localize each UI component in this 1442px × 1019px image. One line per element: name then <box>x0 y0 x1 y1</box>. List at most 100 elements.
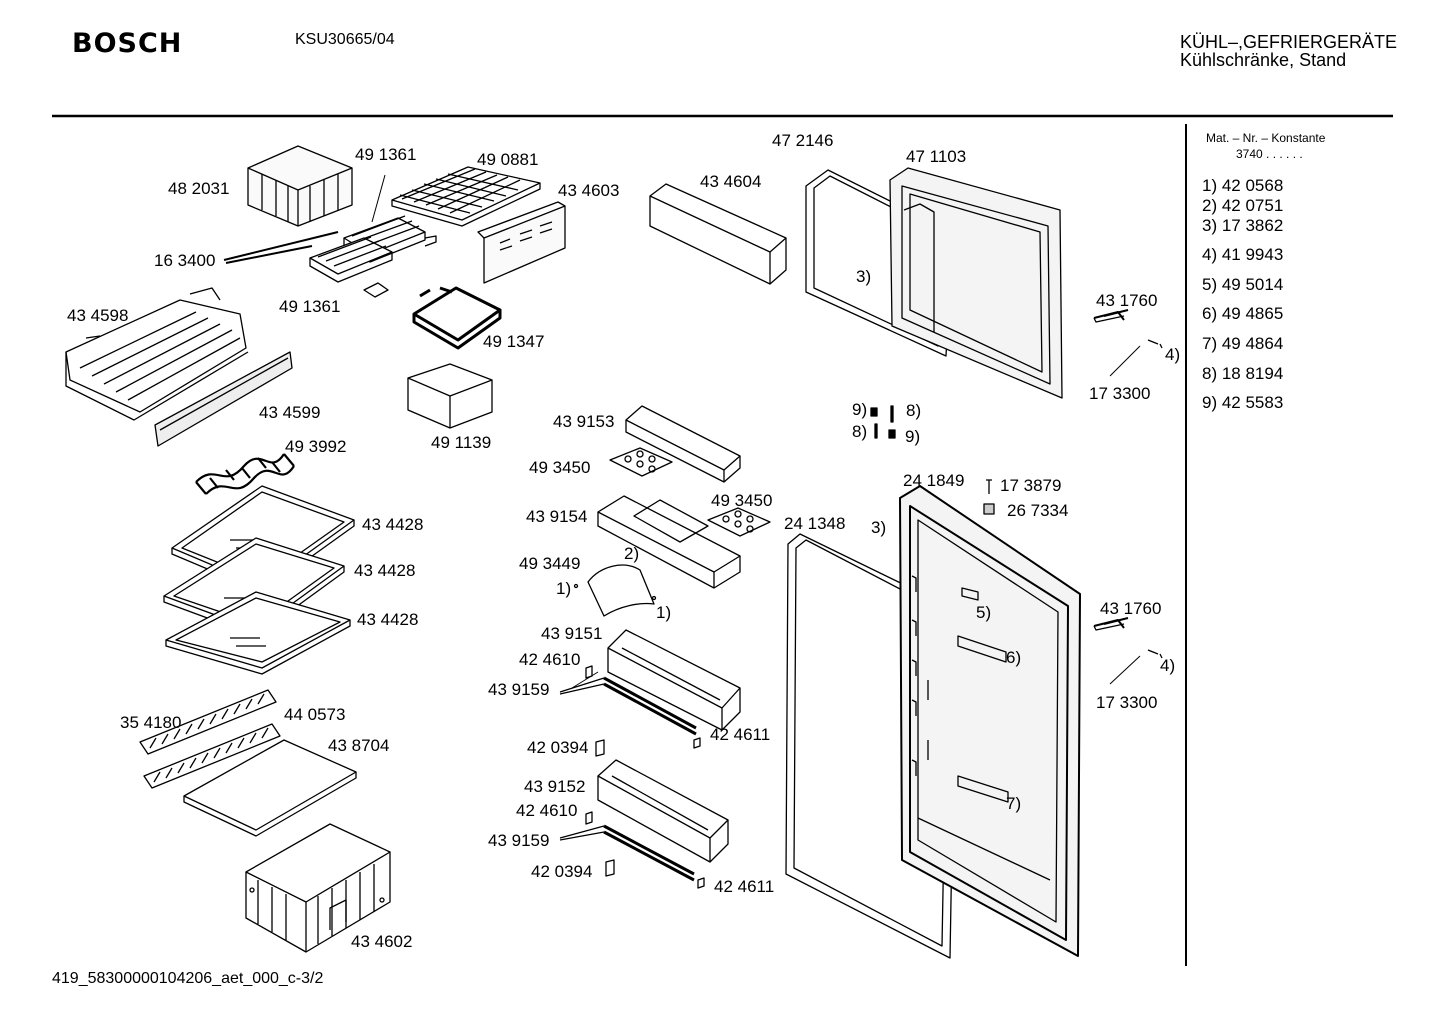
door-shelf-439151-drawing <box>607 629 741 731</box>
part-label: 4) <box>1165 345 1181 364</box>
part-label: 43 4428 <box>357 610 419 629</box>
legend-item: 1) 42 0568 <box>1202 176 1284 195</box>
legend-constant: 3740 . . . . . . <box>1236 147 1303 161</box>
brand-logo: BOSCH <box>72 28 183 59</box>
hinge-screws-drawing <box>870 405 896 439</box>
part-label: 43 4428 <box>354 561 416 580</box>
part-label: 9) <box>905 427 921 446</box>
part-label: 49 1361 <box>355 145 417 164</box>
part-label: 1) <box>656 603 672 622</box>
part-label: 43 9159 <box>488 680 550 699</box>
part-label: 7) <box>1006 794 1022 813</box>
part-label: 43 1760 <box>1100 599 1162 618</box>
part-label: 43 4604 <box>700 172 762 191</box>
part-label: 24 1348 <box>784 514 846 533</box>
part-label: 3) <box>871 518 887 537</box>
glass-shelf-3-drawing <box>165 591 351 675</box>
part-label: 43 4603 <box>558 181 620 200</box>
part-label: 43 9159 <box>488 831 550 850</box>
legend-item: 6) 49 4865 <box>1202 304 1284 323</box>
part-label: 42 4610 <box>516 801 578 820</box>
legend-item: 3) 17 3862 <box>1202 216 1284 235</box>
part-label: 44 0573 <box>284 705 346 724</box>
part-label: 43 9153 <box>553 412 615 431</box>
egg-tray-1-drawing <box>609 447 673 477</box>
part-label: 17 3300 <box>1096 693 1158 712</box>
rail-439159-drawing <box>603 676 697 730</box>
part-label: 43 9152 <box>524 777 586 796</box>
part-label: 17 3300 <box>1089 384 1151 403</box>
small-bin-drawing <box>407 363 493 429</box>
part-label: 4) <box>1160 656 1176 675</box>
legend-item: 7) 49 4864 <box>1202 334 1284 353</box>
category-line-2: Kühlschränke, Stand <box>1180 50 1347 70</box>
butter-flap-drawing <box>573 564 657 617</box>
screw-173879-drawing <box>986 479 992 494</box>
part-label: 43 4599 <box>259 403 321 422</box>
part-label: 49 3450 <box>711 491 773 510</box>
part-label: 49 0881 <box>477 150 539 169</box>
part-label: 8) <box>906 401 922 420</box>
part-label: 47 1103 <box>906 147 967 166</box>
legend-item: 4) 41 9943 <box>1202 245 1284 264</box>
part-label: 43 8704 <box>328 736 390 755</box>
part-label: 42 0394 <box>527 738 589 757</box>
part-label: 17 3879 <box>1000 476 1062 495</box>
fridge-door-drawing <box>899 485 1081 957</box>
part-label: 49 1139 <box>431 433 492 452</box>
legend-item: 5) 49 5014 <box>1202 275 1284 294</box>
part-label: 3) <box>856 267 872 286</box>
part-label: 43 9154 <box>526 507 588 526</box>
model-number: KSU30665/04 <box>295 31 395 48</box>
part-label: 47 2146 <box>772 131 834 150</box>
clip-420394-drawing <box>595 739 605 757</box>
part-label: 49 1361 <box>279 297 341 316</box>
freezer-door-drawing <box>889 167 1063 399</box>
part-label: 1) <box>556 579 572 598</box>
legend-item: 9) 42 5583 <box>1202 393 1284 412</box>
front-strip-drawing <box>154 351 293 447</box>
crisper-cover-drawing <box>183 739 357 837</box>
freezer-grid-cover-drawing <box>391 166 541 227</box>
part-label: 42 4611 <box>714 877 775 896</box>
part-label: 24 1849 <box>903 471 965 490</box>
part-label: 16 3400 <box>154 251 216 270</box>
part-label: 43 4602 <box>351 932 413 951</box>
door-shelf-439153-drawing <box>625 405 741 483</box>
category-line-1: KÜHL–,GEFRIERGERÄTE <box>1180 32 1398 52</box>
part-label: 42 0394 <box>531 862 593 881</box>
vegetable-crisper-drawing <box>245 823 391 953</box>
bottle-rack-drawing <box>195 453 295 495</box>
part-label: 42 4611 <box>710 725 771 744</box>
freezer-basket-drawing <box>65 287 249 421</box>
door-shelf-top-drawing <box>649 183 787 285</box>
part-label: 2) <box>624 544 640 563</box>
part-label: 8) <box>852 422 868 441</box>
part-label: 49 3449 <box>519 554 581 573</box>
part-label: 9) <box>852 400 868 419</box>
tray-frame-drawing <box>412 286 502 350</box>
part-label: 43 1760 <box>1096 291 1158 310</box>
part-label: 43 4428 <box>362 515 424 534</box>
ice-tray-lower-drawing <box>309 236 393 298</box>
part-label: 49 3992 <box>285 437 347 456</box>
part-label: 26 7334 <box>1007 501 1069 520</box>
part-label: 43 4598 <box>67 306 129 325</box>
handle-upper-drawing <box>1093 309 1129 321</box>
part-label: 43 9151 <box>541 624 603 643</box>
vegetable-drawer-rail-drawing <box>139 689 281 789</box>
part-label: 48 2031 <box>168 179 230 198</box>
part-label: 5) <box>976 603 992 622</box>
legend-item: 2) 42 0751 <box>1202 196 1284 215</box>
part-label: 6) <box>1006 648 1022 667</box>
door-shelf-439154-drawing <box>597 495 741 589</box>
egg-tray-2-drawing <box>707 507 771 537</box>
freezer-compartment-drawing <box>247 145 353 227</box>
part-label: 49 1347 <box>483 332 545 351</box>
legend-title: Mat. – Nr. – Konstante <box>1206 131 1326 145</box>
part-label: 35 4180 <box>120 713 182 732</box>
legend-item: 8) 18 8194 <box>1202 364 1284 383</box>
flap-panel-drawing <box>477 201 566 284</box>
